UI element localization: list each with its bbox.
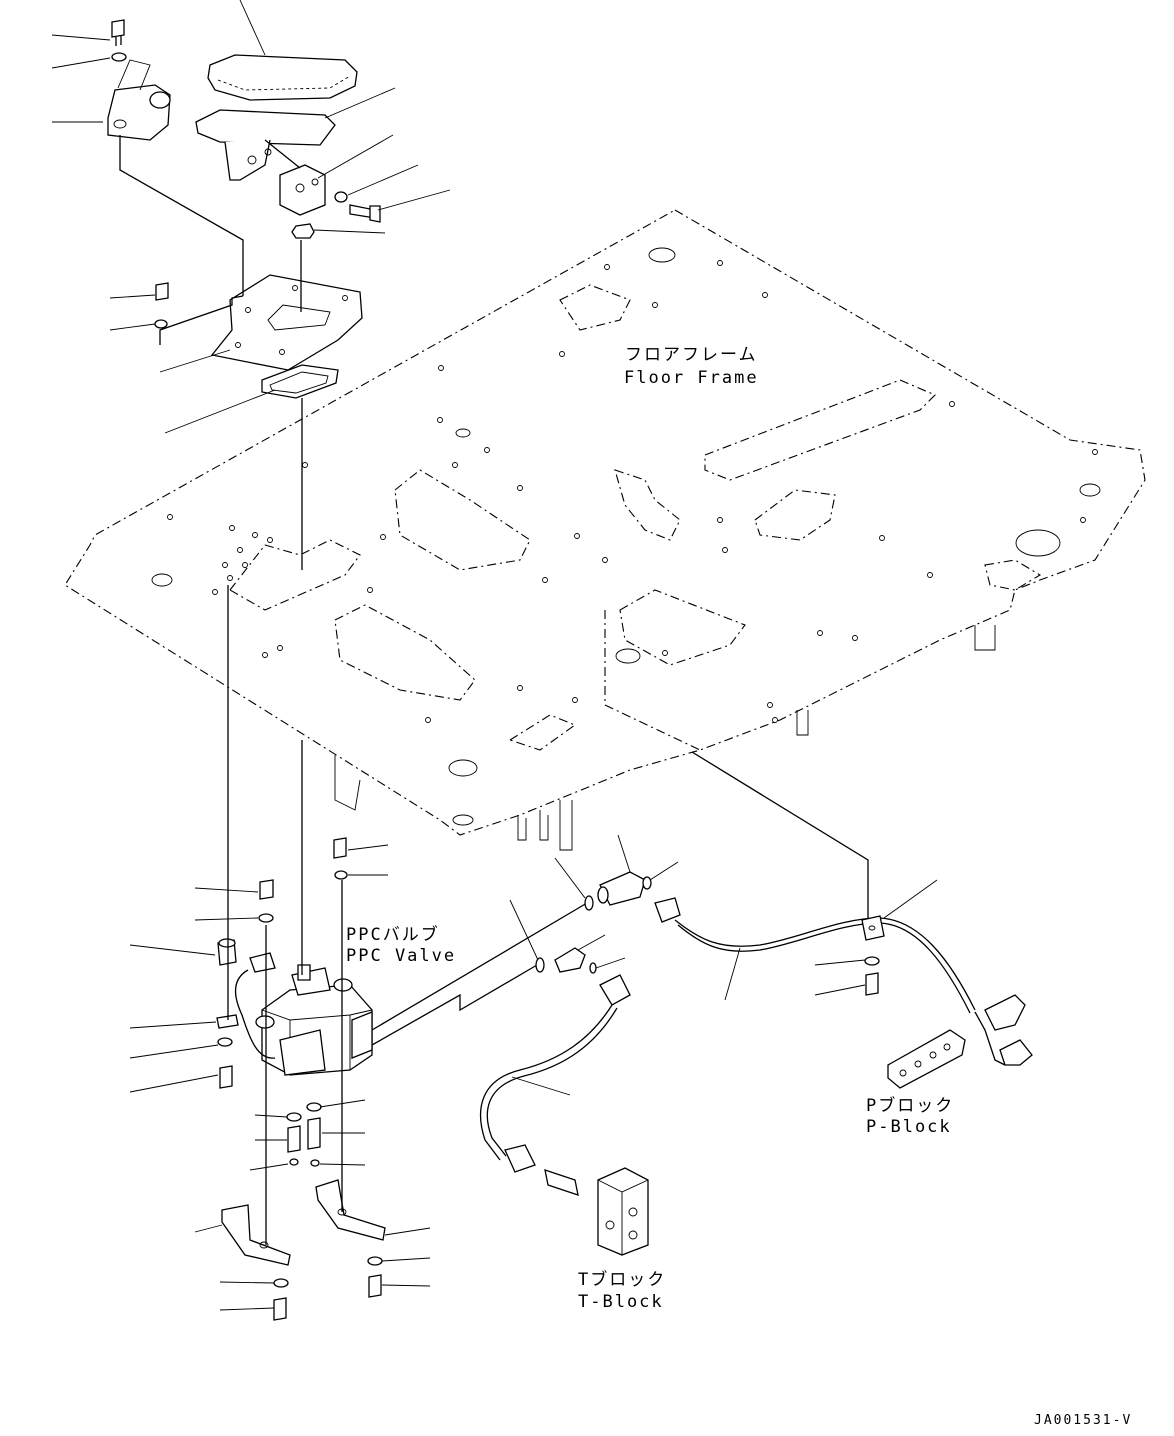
t-block bbox=[597, 1167, 649, 1256]
t-block-fittings bbox=[544, 1169, 579, 1196]
bolt-washer-left bbox=[154, 282, 169, 329]
p-block-fittings bbox=[974, 994, 1033, 1066]
ppc-brackets bbox=[221, 1179, 386, 1266]
hose-lower bbox=[479, 974, 631, 1173]
pedal-pad-top bbox=[207, 54, 358, 101]
floor-cover-plate bbox=[210, 274, 363, 371]
assembly-lines-ppc bbox=[227, 585, 869, 1245]
p-block-label-jp: Pブロック bbox=[866, 1096, 955, 1116]
hose-clamp bbox=[861, 915, 885, 996]
t-block-label-en: T-Block bbox=[578, 1292, 664, 1312]
floor-frame-outline bbox=[64, 209, 1146, 851]
nut-center bbox=[291, 223, 315, 239]
leader-lines-ppc bbox=[129, 844, 431, 1311]
bolt-washer-right bbox=[334, 191, 381, 223]
pedal-plate bbox=[195, 109, 336, 181]
pedal-stopper-block bbox=[279, 164, 326, 216]
leader-lines-hoses bbox=[509, 834, 938, 1096]
floor-frame-label-jp: フロアフレーム bbox=[625, 345, 758, 365]
hose-upper bbox=[654, 897, 976, 1014]
solenoid-connector bbox=[217, 938, 276, 1059]
bolt-washer-top-left bbox=[111, 19, 127, 62]
o-rings-fittings-upper bbox=[535, 871, 652, 974]
pedal-bracket bbox=[107, 59, 171, 141]
ppc-valve-label-jp: PPCバルブ bbox=[346, 925, 440, 945]
ppc-valve-body bbox=[255, 964, 373, 1076]
floor-frame-label-en: Floor Frame bbox=[624, 368, 759, 388]
t-block-label-jp: Tブロック bbox=[578, 1270, 667, 1290]
ppc-fittings-bottom bbox=[286, 1102, 322, 1167]
drawing-code: JA001531-V bbox=[1034, 1413, 1133, 1428]
rubber-seal bbox=[261, 364, 339, 399]
leader-lines-top bbox=[51, 0, 451, 434]
p-block-label-en: P-Block bbox=[866, 1117, 952, 1137]
ppc-valve-label-en: PPC Valve bbox=[346, 946, 457, 966]
ppc-bolts-washers bbox=[216, 837, 348, 1089]
assembly-lines-top bbox=[119, 135, 303, 570]
bottom-bolts-washers bbox=[273, 1256, 383, 1321]
p-block bbox=[887, 1029, 966, 1089]
